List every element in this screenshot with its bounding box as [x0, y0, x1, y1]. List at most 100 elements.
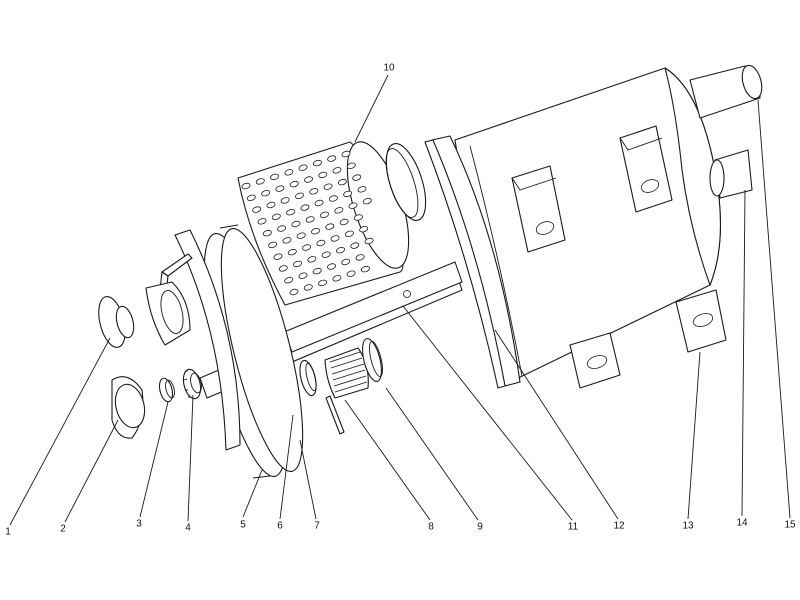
perforation-hole	[346, 162, 356, 169]
spring-pack-8	[324, 347, 369, 435]
perforation-hole	[261, 190, 271, 197]
callout-1: 1	[5, 527, 11, 538]
perforation-hole	[350, 242, 360, 249]
callout-12: 12	[613, 521, 625, 532]
perforation-hole	[287, 248, 297, 256]
callout-15: 15	[784, 520, 796, 531]
leader-2	[64, 419, 119, 523]
perforation-hole	[296, 232, 306, 239]
perforation-hole	[275, 185, 285, 192]
perforation-hole	[302, 244, 312, 251]
perforation-hole	[278, 265, 288, 272]
leader-12	[494, 329, 619, 520]
callout-labels: 1 2 3 4 5 6 7 8 9 10 11 12 13 14 15	[5, 63, 796, 538]
screen-end-ring	[385, 143, 427, 221]
leader-14	[741, 189, 746, 517]
mounting-bracket-top-right	[619, 125, 673, 213]
mounting-bracket-bottom-right	[675, 289, 727, 353]
perforation-hole	[293, 260, 303, 268]
mounting-bracket-top-left	[511, 165, 566, 253]
perforation-hole	[346, 270, 356, 277]
perforation-hole	[321, 251, 331, 258]
washer-3	[158, 377, 175, 403]
end-cap-flange-1	[98, 296, 135, 348]
perforation-hole	[273, 253, 283, 260]
perforation-hole	[341, 150, 351, 158]
leader-3	[139, 401, 169, 518]
perforation-hole	[309, 188, 319, 195]
perforation-hole	[332, 275, 342, 282]
perforation-hole	[360, 265, 370, 273]
perforation-hole	[316, 239, 326, 247]
perforation-hole	[352, 174, 362, 181]
perforation-hole	[341, 258, 351, 266]
perforation-hole	[311, 228, 320, 235]
callout-4: 4	[185, 523, 191, 534]
callout-9: 9	[477, 522, 483, 533]
perforation-hole	[328, 195, 338, 202]
perforation-hole	[298, 272, 308, 279]
perforation-hole	[312, 159, 322, 167]
perforation-hole	[327, 263, 336, 270]
callout-14: 14	[736, 518, 748, 529]
perforation-hole	[364, 237, 374, 245]
callout-7: 7	[314, 521, 320, 532]
perforation-hole	[357, 186, 367, 193]
perforation-hole	[355, 254, 365, 261]
perforation-hole	[268, 241, 278, 249]
perforation-hole	[334, 207, 344, 214]
perforation-hole	[304, 176, 313, 183]
front-cover-plate	[174, 229, 241, 451]
main-body-flange	[424, 135, 521, 389]
perforation-hole	[307, 256, 317, 263]
perforation-hole	[280, 197, 290, 204]
perforation-hole	[255, 178, 265, 185]
perforation-hole	[291, 220, 301, 228]
screen-perforations	[241, 150, 374, 296]
perforation-hole	[343, 190, 353, 198]
perforation-hole	[337, 178, 347, 186]
perforation-hole	[336, 247, 345, 254]
leader-5	[242, 469, 263, 518]
perforation-hole	[314, 199, 324, 207]
perforation-hole	[262, 229, 272, 237]
callout-8: 8	[428, 522, 434, 533]
perforation-hole	[284, 169, 294, 176]
leader-15	[757, 99, 791, 519]
callout-5: 5	[240, 520, 246, 531]
rear-boss	[709, 149, 753, 199]
perforation-hole	[252, 206, 262, 213]
perforation-hole	[339, 218, 349, 226]
gear-nut-4	[182, 368, 202, 400]
seal-ring-9	[362, 338, 383, 382]
perforation-hole	[344, 230, 354, 237]
leader-lines	[9, 74, 791, 526]
leader-8	[344, 399, 431, 521]
callout-11: 11	[568, 522, 579, 533]
end-knob-2	[111, 376, 146, 439]
perforation-hole	[325, 223, 335, 230]
leader-9	[385, 387, 479, 521]
rear-output-shaft	[689, 64, 763, 119]
callout-6: 6	[277, 521, 283, 532]
callout-3: 3	[136, 519, 142, 530]
perforation-hole	[318, 279, 328, 287]
leader-13	[687, 351, 701, 520]
leader-6	[279, 414, 294, 520]
perforation-hole	[282, 237, 292, 244]
perforation-hole	[348, 202, 358, 209]
perforation-hole	[277, 225, 287, 232]
perforation-hole	[246, 194, 256, 201]
perforation-hole	[270, 173, 280, 181]
leader-4	[187, 394, 194, 522]
perforation-hole	[295, 192, 304, 199]
perforation-hole	[320, 211, 329, 218]
leader-10	[354, 74, 389, 143]
large-flange-disc	[203, 224, 304, 479]
seal-ring-7	[299, 359, 317, 397]
callout-13: 13	[682, 521, 694, 532]
leader-11	[402, 305, 573, 521]
perforation-hole	[359, 226, 369, 233]
perforation-hole	[327, 155, 337, 162]
